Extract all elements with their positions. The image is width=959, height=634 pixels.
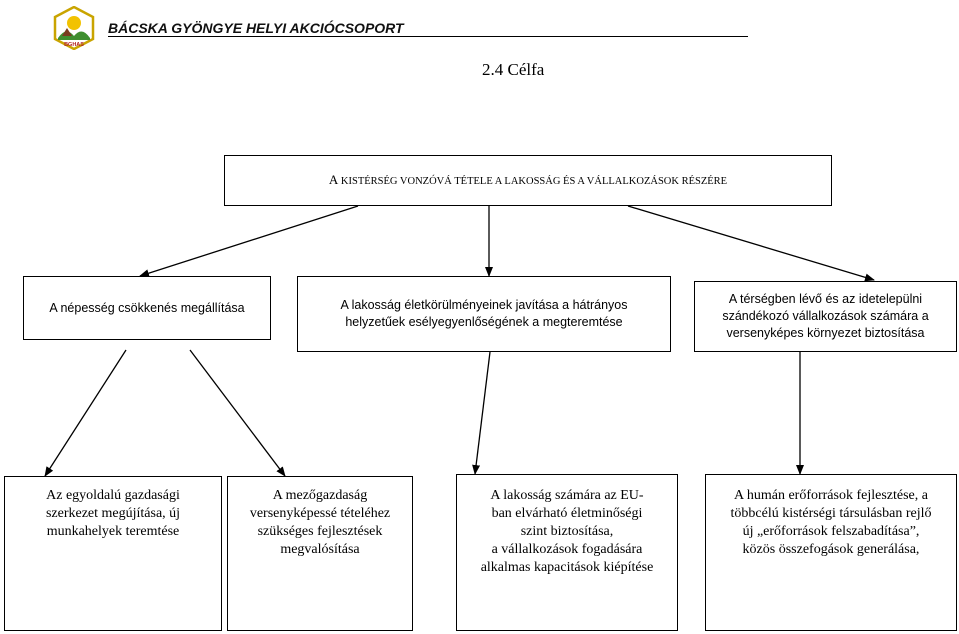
goal-text: A lakosság életkörülményeinek javítása a… bbox=[340, 298, 628, 329]
goal-text: A lakosság számára az EU- ban elvárható … bbox=[480, 488, 654, 575]
arrow-l2left-to-l3-2 bbox=[189, 349, 286, 477]
goal-box-l3-1: Az egyoldalú gazdasági szerkezet megújít… bbox=[4, 476, 222, 631]
goal-box-l2-2: A lakosság életkörülményeinek javítása a… bbox=[297, 276, 671, 352]
goal-box-l2-3: A térségben lévő és az idetelepülni szán… bbox=[694, 281, 957, 352]
arrow-l2left-to-l3-1 bbox=[44, 349, 127, 477]
organization-name: BÁCSKA GYÖNGYE HELYI AKCIÓCSOPORT bbox=[108, 20, 404, 36]
goal-box-l3-3: A lakosság számára az EU- ban elvárható … bbox=[456, 474, 678, 631]
root-goal-text: A KISTÉRSÉG VONZÓVÁ TÉTELE A LAKOSSÁG ÉS… bbox=[328, 171, 728, 187]
goal-text: Az egyoldalú gazdasági szerkezet megújít… bbox=[45, 488, 181, 539]
arrow-root-to-right bbox=[627, 205, 875, 282]
page-title: 2.4 Célfa bbox=[482, 60, 545, 79]
header-rule bbox=[108, 36, 748, 37]
arrow-l2mid-to-l3-3 bbox=[472, 351, 491, 475]
arrow-root-to-left bbox=[139, 205, 359, 278]
organization-logo: BGHAS bbox=[52, 5, 96, 51]
goal-box-l3-4: A humán erőforrások fejlesztése, a többc… bbox=[705, 474, 957, 631]
goal-text: A térségben lévő és az idetelepülni szán… bbox=[722, 292, 929, 340]
root-goal-box: A KISTÉRSÉG VONZÓVÁ TÉTELE A LAKOSSÁG ÉS… bbox=[224, 155, 832, 206]
goal-text: A népesség csökkenés megállítása bbox=[49, 300, 245, 315]
svg-text:BGHAS: BGHAS bbox=[64, 42, 84, 48]
goal-box-l2-1: A népesség csökkenés megállítása bbox=[23, 276, 271, 340]
goal-text: A humán erőforrások fejlesztése, a többc… bbox=[730, 488, 932, 557]
goal-box-l3-2: A mezőgazdaság versenyképessé tételéhez … bbox=[227, 476, 413, 631]
goal-text: A mezőgazdaság versenyképessé tételéhez … bbox=[249, 488, 391, 557]
